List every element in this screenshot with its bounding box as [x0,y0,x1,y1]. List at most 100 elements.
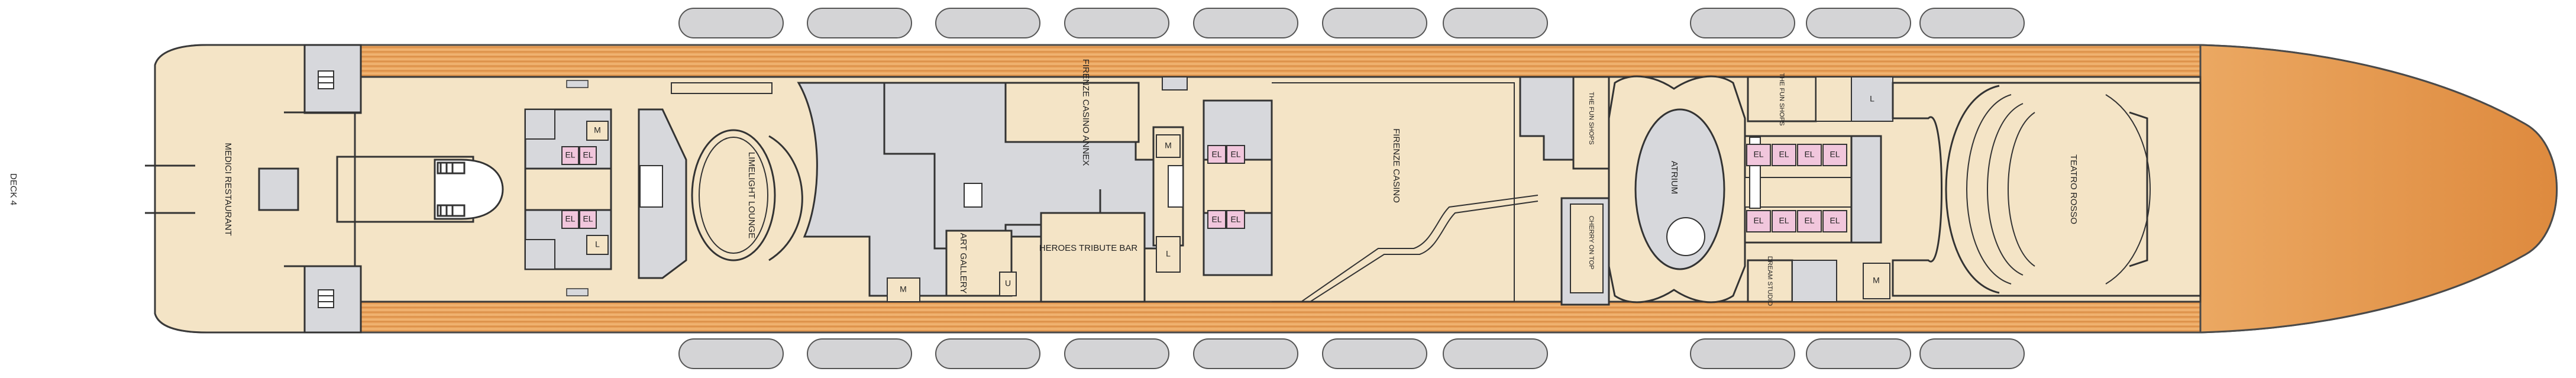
elevator-label: EL [583,150,593,160]
ladies-restroom[interactable] [1156,236,1181,273]
firenze-casino[interactable] [1272,82,1539,302]
lifeboat [1322,338,1427,369]
lifeboat [1064,8,1169,38]
heroes-tribute-bar[interactable] [1040,212,1146,303]
ladies-restroom[interactable] [586,235,609,255]
elevator[interactable] [1746,144,1771,166]
deck-label: DECK 4 [8,173,18,205]
art-gallery-label: ART GALLERY [958,233,968,294]
elevator[interactable] [1822,144,1847,166]
mens-restroom[interactable] [1156,134,1181,158]
elevator-label: EL [565,214,575,224]
elevator-label: EL [583,214,593,224]
photo-label: DREAM STUDIO [1766,256,1773,306]
lifeboat [1443,338,1548,369]
elevator-label: EL [565,150,575,160]
fun-shops-aft[interactable] [1519,76,1610,170]
cherry-label: CHERRY ON TOP [1588,216,1595,270]
elevator[interactable] [1797,144,1822,166]
heroes-label: HEROES TRIBUTE BAR [1039,243,1138,253]
lifeboat [935,8,1040,38]
vent-marks [566,80,589,296]
lifeboat [1690,338,1795,369]
bow [2199,44,2558,334]
lifeboats-top [678,8,2025,38]
lifeboats-bottom [678,338,2025,369]
mens-label: M [1873,276,1880,285]
elevator-bank-casino [1203,99,1273,276]
mens-restroom[interactable] [1863,263,1890,299]
elevator-label: EL [1804,150,1814,159]
lifeboat [1690,8,1795,38]
elevator[interactable] [1207,210,1226,229]
fun-shops-label: THE FUN SHOPS [1588,92,1595,144]
atrium[interactable] [1608,75,1746,303]
lifeboat [1919,338,2025,369]
elevator-label: EL [1779,216,1789,225]
medici-restaurant[interactable] [145,111,474,267]
teatro-rosso[interactable] [1850,82,2202,297]
elevator-label: EL [1211,150,1221,159]
elevator-label: EL [1830,150,1840,159]
elevator[interactable] [1772,210,1796,232]
dream-studio[interactable] [1747,259,1890,303]
lifeboat [935,338,1040,369]
aft-stair-core [434,159,504,220]
elevator[interactable] [579,210,597,229]
lifeboat [1322,8,1427,38]
elevator-label: EL [1753,150,1763,159]
lifeboat [1193,338,1298,369]
elevator[interactable] [561,146,579,165]
lifeboat [1806,338,1911,369]
lifeboat [678,338,784,369]
elevators-forward-bottom [1746,210,1847,232]
ladies-label: L [1166,249,1171,259]
mens-restroom[interactable] [586,121,609,141]
elevator-label: EL [1753,216,1763,225]
firenze-annex-label: FIRENZE CASINO ANNEX [1081,59,1091,166]
limelight-lounge[interactable] [638,82,803,279]
elevator-label: EL [1211,215,1221,224]
elevator[interactable] [1226,145,1245,164]
firenze-casino-annex[interactable] [1004,76,1188,143]
mens-label: M [594,125,601,135]
lifeboat [1806,8,1911,38]
ladies-label: L [1870,94,1874,104]
elevator[interactable] [1797,210,1822,232]
elevator[interactable] [561,210,579,229]
elevator[interactable] [1746,210,1771,232]
elevators-forward-top [1746,144,1847,166]
lifeboat [1193,8,1298,38]
elevator[interactable] [1772,144,1796,166]
elevator[interactable] [1822,210,1847,232]
firenze-casino-label: FIRENZE CASINO [1391,128,1401,203]
lifeboat [807,338,912,369]
elevator[interactable] [1226,210,1245,229]
lifeboat [1919,8,2025,38]
medici-label: MEDICI RESTAURANT [223,143,233,235]
fun-shops-label: THE FUN SHOPS [1778,73,1785,125]
unisex-label: U [1005,279,1011,288]
art-gallery[interactable] [887,183,1017,302]
elevator-bank-mid [1152,126,1184,273]
fun-shops-forward[interactable] [1747,76,1893,122]
elevator-label: EL [1230,150,1240,159]
ladies-label: L [595,240,600,249]
elevator-label: EL [1230,215,1240,224]
unisex-restroom[interactable] [999,272,1017,296]
stern [154,44,356,334]
elevator-label: EL [1804,216,1814,225]
teatro-label: TEATRO ROSSO [2068,154,2079,224]
cherry-on-top[interactable] [1560,197,1610,306]
elevator[interactable] [1207,145,1226,164]
mens-label: M [1165,141,1172,150]
atrium-label: ATRIUM [1669,161,1679,194]
elevator-bank-aft [524,108,612,270]
limelight-label: LIMELIGHT LOUNGE [746,152,757,238]
elevator[interactable] [579,146,597,165]
mens-label: M [900,285,907,294]
elevator-label: EL [1779,150,1789,159]
lifeboat [1064,338,1169,369]
stairwell-aft-top [303,44,362,114]
